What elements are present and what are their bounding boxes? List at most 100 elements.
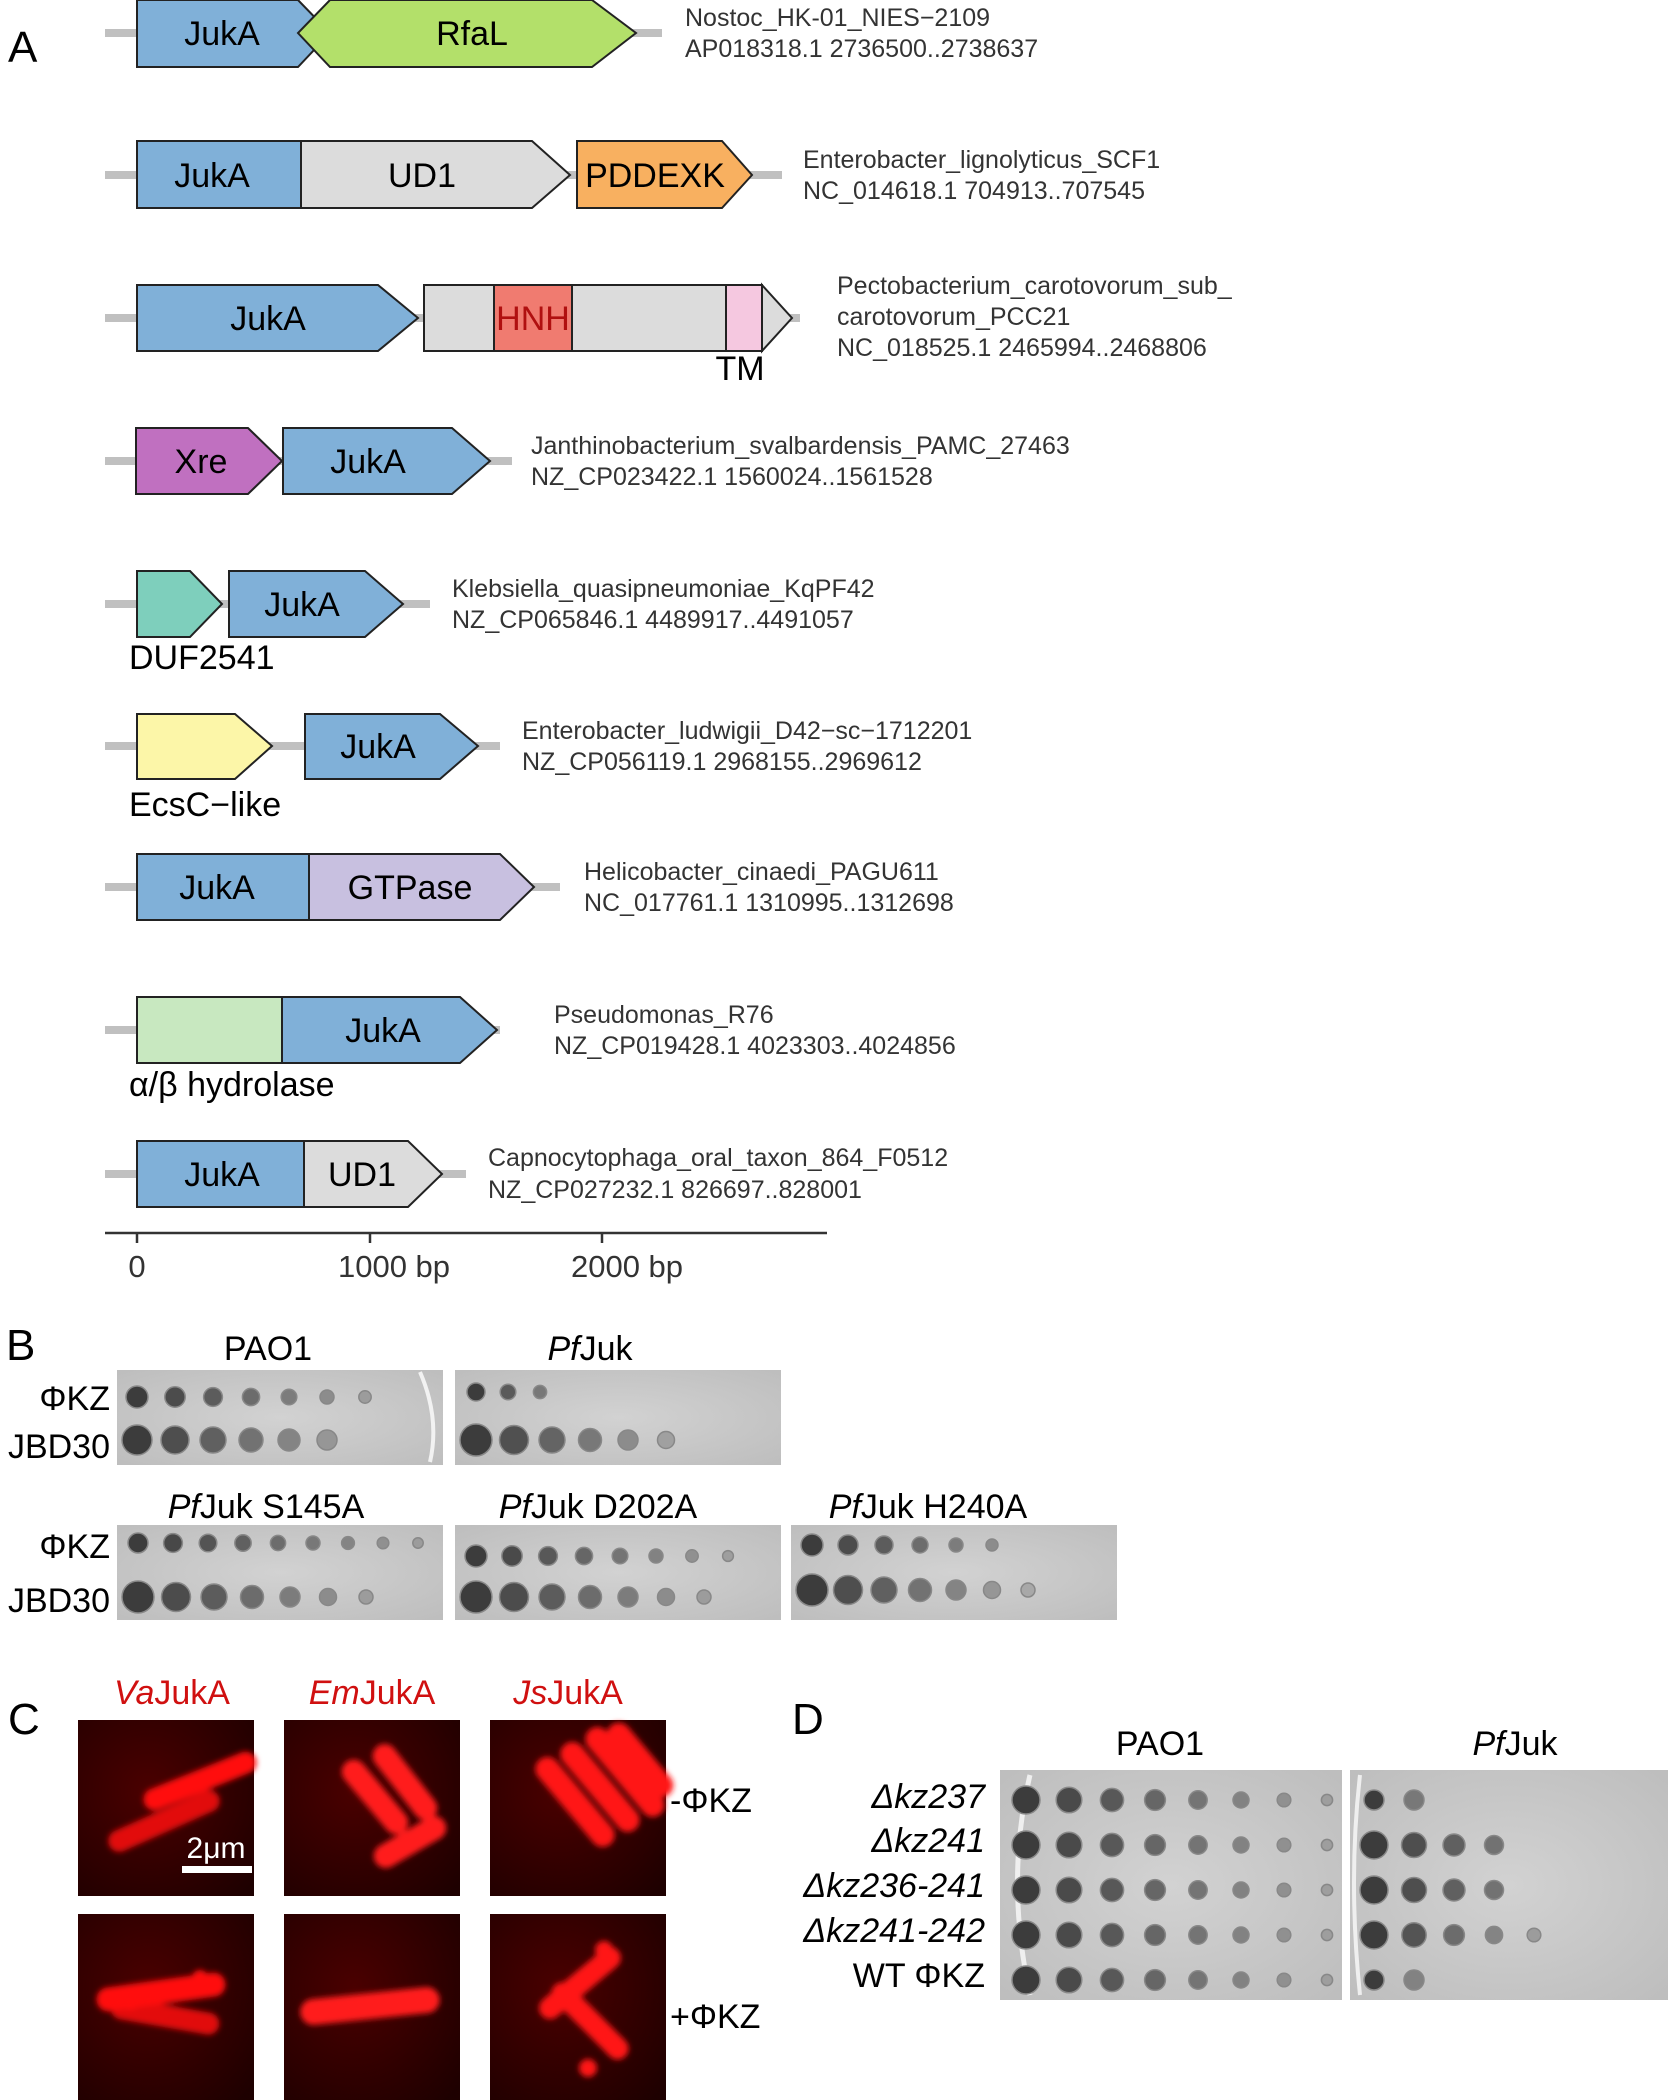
gene-label: JukA <box>264 586 340 624</box>
gene-label: JukA <box>345 1012 421 1050</box>
plaque-spot <box>1483 1834 1505 1856</box>
plaque-spot <box>316 1429 338 1451</box>
scale-bar <box>182 1866 252 1873</box>
plaque-spot <box>1442 1878 1466 1902</box>
plaque-spot <box>1232 1791 1250 1809</box>
gene-arrow <box>228 570 405 638</box>
locus-accession: NZ_CP023422.1 1560024..1561528 <box>531 463 933 491</box>
plaque-spot <box>319 1389 335 1405</box>
plaque-spot <box>1320 1793 1334 1807</box>
row-label: JBD30 <box>8 1582 110 1620</box>
tm-domain <box>725 284 763 352</box>
gene-arrow <box>308 853 536 921</box>
plaque-spot <box>358 1390 372 1404</box>
plate-images-d <box>1000 1770 1668 2000</box>
gene-label: GTPase <box>348 869 473 907</box>
gene-label: HNH <box>496 300 570 338</box>
plaque-spot <box>318 1587 338 1607</box>
gene-label: JukA <box>179 869 255 907</box>
plaque-spot <box>280 1388 298 1406</box>
plaque-spot <box>1188 1880 1208 1900</box>
plaque-spot <box>1011 1920 1041 1950</box>
gene-arrow <box>423 284 727 352</box>
plaque-spot <box>1320 1973 1334 1987</box>
locus-accession: NZ_CP027232.1 826697..828001 <box>488 1176 862 1204</box>
plaque-spot <box>121 1424 153 1456</box>
plaque-spot <box>241 1387 261 1407</box>
plaque-spot <box>1363 1789 1385 1811</box>
plaque-spot <box>127 1532 149 1554</box>
plaque-spot <box>837 1534 859 1556</box>
plaque-spot <box>1276 1972 1292 1988</box>
locus-accession: NC_017761.1 1310995..1312698 <box>584 889 954 917</box>
plaque-spot <box>948 1537 964 1553</box>
plate-photo <box>1000 1770 1342 2000</box>
plaque-spot <box>1188 1925 1208 1945</box>
plate-title: PfJuk D202A <box>499 1488 698 1526</box>
axis-tick-label: 1000 bp <box>338 1249 450 1284</box>
plaque-spot <box>1400 1831 1428 1859</box>
mutant-label: WT ΦKZ <box>853 1957 985 1995</box>
plaque-spot <box>1320 1883 1334 1897</box>
plate-images-b <box>117 1370 1117 1620</box>
axis-tick-label: 2000 bp <box>571 1249 683 1284</box>
microscopy-images: 2μm <box>78 1720 674 2100</box>
gene-label: UD1 <box>328 1156 396 1194</box>
plaque-spot <box>498 1424 530 1456</box>
plate-title: PfJuk H240A <box>829 1488 1028 1526</box>
gene-label: PDDEXK <box>585 157 725 195</box>
axis-tick-label: 0 <box>128 1249 145 1284</box>
plaque-spot <box>1276 1837 1292 1853</box>
plaque-spot <box>1359 1830 1389 1860</box>
plaque-spot <box>1400 1876 1428 1904</box>
mutant-label: Δkz237 <box>870 1778 986 1816</box>
locus-9: JukA UD1 Capnocytophaga_oral_taxon_864_F… <box>105 1140 948 1208</box>
plate-photo <box>1350 1770 1668 2000</box>
locus-3: JukA HNH TM Pectobacterium_carotovorum_s… <box>105 272 1233 388</box>
plaque-spot <box>1143 1923 1167 1947</box>
organism-name: Helicobacter_cinaedi_PAGU611 <box>584 858 939 886</box>
gene-arrow <box>136 853 310 921</box>
plaque-spot <box>1359 1875 1389 1905</box>
gene-label: EcsC−like <box>129 786 281 824</box>
plaque-spot <box>1320 1928 1334 1942</box>
plaque-spot <box>1011 1965 1041 1995</box>
plaque-spot <box>685 1549 699 1563</box>
plaque-spot <box>985 1538 999 1552</box>
plaque-spot <box>1055 1876 1083 1904</box>
plaque-spot <box>1526 1927 1542 1943</box>
plaque-spot <box>200 1583 228 1611</box>
panel-label-a: A <box>8 23 38 72</box>
plaque-spot <box>656 1587 676 1607</box>
plaque-spot <box>538 1583 566 1611</box>
plaque-spot <box>721 1549 735 1563</box>
organism-name: Janthinobacterium_svalbardensis_PAMC_274… <box>531 432 1070 460</box>
plaque-spot <box>1276 1882 1292 1898</box>
locus-accession: NC_018525.1 2465994..2468806 <box>837 334 1207 362</box>
plaque-spot <box>162 1532 184 1554</box>
gene-arrow <box>136 570 224 638</box>
plaque-spot <box>945 1579 967 1601</box>
locus-7: JukA GTPase Helicobacter_cinaedi_PAGU611… <box>105 853 954 921</box>
plaque-spot <box>499 1383 517 1401</box>
fusion-header: VaJukA <box>114 1674 230 1712</box>
gene-label: DUF2541 <box>129 639 275 677</box>
plaque-spot <box>160 1581 192 1613</box>
gene-arrow <box>296 0 638 68</box>
plaque-spot <box>238 1427 264 1453</box>
plaque-spot <box>340 1535 356 1551</box>
gene-label: TM <box>715 350 764 388</box>
plate-title: PAO1 <box>1116 1725 1204 1763</box>
organism-name: Capnocytophaga_oral_taxon_864_F0512 <box>488 1144 948 1172</box>
condition-label: -ΦKZ <box>670 1782 752 1820</box>
plate-title: PfJuk <box>547 1330 633 1368</box>
plaque-spot <box>1403 1789 1425 1811</box>
mutant-label: Δkz241-242 <box>802 1912 985 1950</box>
plaque-spot <box>696 1589 712 1605</box>
gene-arrow-tip <box>761 282 794 354</box>
plaque-spot <box>1276 1927 1292 1943</box>
locus-accession: NZ_CP056119.1 2968155..2969612 <box>522 748 922 776</box>
plaque-spot <box>1143 1878 1167 1902</box>
gene-arrow <box>136 284 420 352</box>
plaque-spot <box>466 1382 486 1402</box>
